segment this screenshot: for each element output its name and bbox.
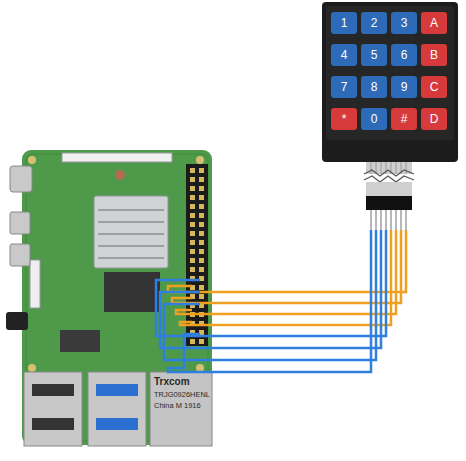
key-label: 6 xyxy=(401,48,408,62)
keypad-key: 6 xyxy=(391,44,417,66)
heatsink xyxy=(94,196,168,268)
gpio-pin xyxy=(190,195,195,200)
keypad-key: C xyxy=(421,76,447,98)
gpio-pin xyxy=(199,294,204,299)
key-label: 0 xyxy=(371,112,378,126)
keypad-key: A xyxy=(421,12,447,34)
chip xyxy=(60,330,100,352)
key-label: 9 xyxy=(401,80,408,94)
keypad-key: 2 xyxy=(361,12,387,34)
break-mark xyxy=(364,176,414,182)
camera-connector xyxy=(30,260,40,308)
gpio-pin xyxy=(190,249,195,254)
chip-marking: TRJG0926HENL xyxy=(154,390,210,399)
usb-port xyxy=(24,372,82,446)
key-label: 4 xyxy=(341,48,348,62)
keypad-key: B xyxy=(421,44,447,66)
ram-chip xyxy=(104,272,160,312)
gpio-pin xyxy=(199,339,204,344)
gpio-pin xyxy=(199,231,204,236)
gpio-pin xyxy=(190,168,195,173)
gpio-pin xyxy=(199,249,204,254)
keypad-body xyxy=(322,2,458,162)
gpio-pin xyxy=(199,213,204,218)
gpio-pin xyxy=(190,240,195,245)
gpio-pin xyxy=(199,222,204,227)
gpio-pin xyxy=(190,222,195,227)
ethernet-jack xyxy=(150,372,212,446)
gpio-pin xyxy=(190,231,195,236)
gpio-pin xyxy=(190,258,195,263)
keypad-face xyxy=(326,6,454,140)
gpio-pin xyxy=(199,186,204,191)
keypad-key: 3 xyxy=(391,12,417,34)
mount-hole xyxy=(28,156,36,164)
gpio-pins xyxy=(190,168,204,344)
keypad-key: D xyxy=(421,108,447,130)
gpio-pin xyxy=(199,240,204,245)
keypad-key: 8 xyxy=(361,76,387,98)
blue-wires xyxy=(156,230,386,372)
gpio-pin xyxy=(199,204,204,209)
chip-marking: Trxcom xyxy=(154,376,190,387)
usb-c-port xyxy=(10,166,32,192)
chip-marking: China M 1916 xyxy=(154,401,201,410)
break-mark xyxy=(364,170,414,176)
keypad-key: 4 xyxy=(331,44,357,66)
key-label: 3 xyxy=(401,16,408,30)
keypad-key: 9 xyxy=(391,76,417,98)
key-label: 8 xyxy=(371,80,378,94)
key-label: 1 xyxy=(341,16,348,30)
gpio-pin xyxy=(190,204,195,209)
display-connector xyxy=(62,153,172,162)
gpio-pin xyxy=(190,177,195,182)
gpio-pin xyxy=(199,267,204,272)
keypad-key: # xyxy=(391,108,417,130)
gpio-pin xyxy=(199,258,204,263)
mount-hole xyxy=(28,364,36,372)
gpio-pin xyxy=(190,339,195,344)
ribbon-cable xyxy=(366,162,412,174)
usb-slot xyxy=(32,384,74,396)
usb-slot xyxy=(96,384,138,396)
key-label: 2 xyxy=(371,16,378,30)
gpio-pin xyxy=(190,267,195,272)
key-label: 5 xyxy=(371,48,378,62)
gpio-pin xyxy=(190,186,195,191)
key-label: D xyxy=(430,112,439,126)
gpio-pin xyxy=(199,177,204,182)
key-label: B xyxy=(430,48,438,62)
key-label: A xyxy=(430,16,438,30)
keypad-key: 5 xyxy=(361,44,387,66)
logo xyxy=(115,170,125,180)
micro-hdmi-port xyxy=(10,244,30,266)
usb-slot xyxy=(32,418,74,430)
gpio-pin xyxy=(199,168,204,173)
heatsink-fins xyxy=(98,210,164,258)
ribbon-cable xyxy=(366,182,412,196)
connector-pins xyxy=(371,210,406,230)
key-label: C xyxy=(430,80,439,94)
key-label: 7 xyxy=(341,80,348,94)
key-label: * xyxy=(342,112,347,126)
keypad-key: 7 xyxy=(331,76,357,98)
keypad-key: * xyxy=(331,108,357,130)
gpio-pin xyxy=(199,195,204,200)
usb-port xyxy=(88,372,146,446)
mount-hole xyxy=(196,156,204,164)
keypad-key: 0 xyxy=(361,108,387,130)
usb-slot xyxy=(96,418,138,430)
connector-housing xyxy=(366,196,412,210)
audio-jack xyxy=(6,312,28,330)
gpio-pin xyxy=(199,285,204,290)
micro-hdmi-port xyxy=(10,212,30,234)
key-label: # xyxy=(401,112,408,126)
gpio-header xyxy=(186,164,208,346)
gpio-pin xyxy=(190,213,195,218)
keypad-key: 1 xyxy=(331,12,357,34)
